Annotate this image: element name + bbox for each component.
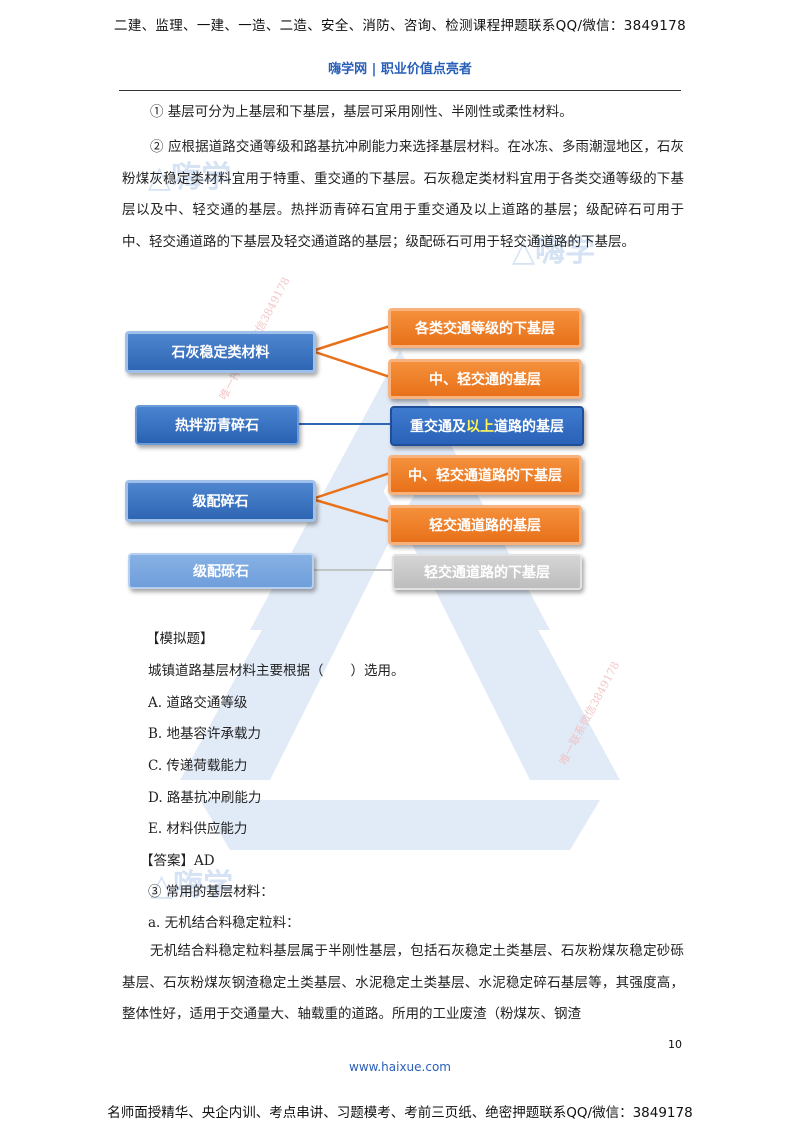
top-banner: 二建、监理、一建、一造、二造、安全、消防、咨询、检测课程押题联系QQ/微信：38…: [114, 18, 686, 34]
connector-gravel-1: [311, 471, 391, 501]
site-header: 嗨学网 | 职业价值点亮者: [328, 62, 472, 77]
section3-subheading: a. 无机结合料稳定粒料：: [148, 915, 300, 931]
page-number: 10: [668, 1038, 682, 1051]
node-lime-target-1: 各类交通等级的下基层: [388, 308, 582, 348]
asphalt-target-highlight: 以上: [466, 419, 494, 435]
quiz-question: 城镇道路基层材料主要根据（ ）选用。: [148, 663, 405, 679]
connector-lime-2: [311, 349, 391, 379]
node-graded-gravel: 级配砾石: [128, 553, 314, 589]
material-diagram: 石灰稳定类材料 热拌沥青碎石 级配碎石 级配砾石 各类交通等级的下基层 中、轻交…: [125, 308, 584, 590]
node-gravel-target-2: 轻交通道路的基层: [388, 505, 582, 545]
connector-lime-1: [311, 324, 391, 353]
quiz-tag: 【模拟题】: [146, 631, 214, 647]
footer-url[interactable]: www.haixue.com: [349, 1060, 451, 1074]
quiz-option-a: A. 道路交通等级: [148, 695, 248, 711]
header-divider: [119, 90, 681, 91]
asphalt-target-text-a: 重交通及: [410, 419, 466, 435]
bottom-banner: 名师面授精华、央企内训、考点串讲、习题模考、考前三页纸、绝密押题联系QQ/微信：…: [107, 1105, 693, 1121]
node-asphalt-target-1: 重交通及以上道路的基层: [390, 406, 584, 446]
node-gravel-target-1: 中、轻交通道路的下基层: [388, 455, 582, 495]
node-lime-target-2: 中、轻交通的基层: [388, 359, 582, 399]
watermark-text-diagonal-2: 唯一联系微信3849178: [556, 659, 623, 768]
quiz-option-b: B. 地基容许承载力: [148, 726, 262, 742]
quiz-option-e: E. 材料供应能力: [148, 821, 248, 837]
node-graded-crushed-stone: 级配碎石: [125, 480, 316, 522]
quiz-option-d: D. 路基抗冲刷能力: [148, 790, 262, 806]
asphalt-target-text-c: 道路的基层: [494, 419, 564, 435]
paragraph-base-layer: ① 基层可分为上基层和下基层，基层可采用刚性、半刚性或柔性材料。: [150, 104, 573, 120]
paragraph-material-selection: ② 应根据道路交通等级和路基抗冲刷能力来选择基层材料。在冰冻、多雨潮湿地区，石灰…: [122, 139, 684, 250]
node-pebble-target-1: 轻交通道路的下基层: [392, 554, 582, 590]
connector-gravel-2: [311, 497, 391, 524]
node-hot-mix-asphalt-gravel: 热拌沥青碎石: [135, 405, 299, 445]
node-lime-stabilized: 石灰稳定类材料: [125, 331, 316, 373]
quiz-answer: 【答案】AD: [140, 853, 215, 869]
quiz-option-c: C. 传递荷载能力: [148, 758, 248, 774]
section3-heading: ③ 常用的基层材料：: [148, 884, 274, 900]
section3-body: 无机结合料稳定粒料基层属于半刚性基层，包括石灰稳定土类基层、石灰粉煤灰稳定砂砾基…: [122, 943, 684, 1022]
